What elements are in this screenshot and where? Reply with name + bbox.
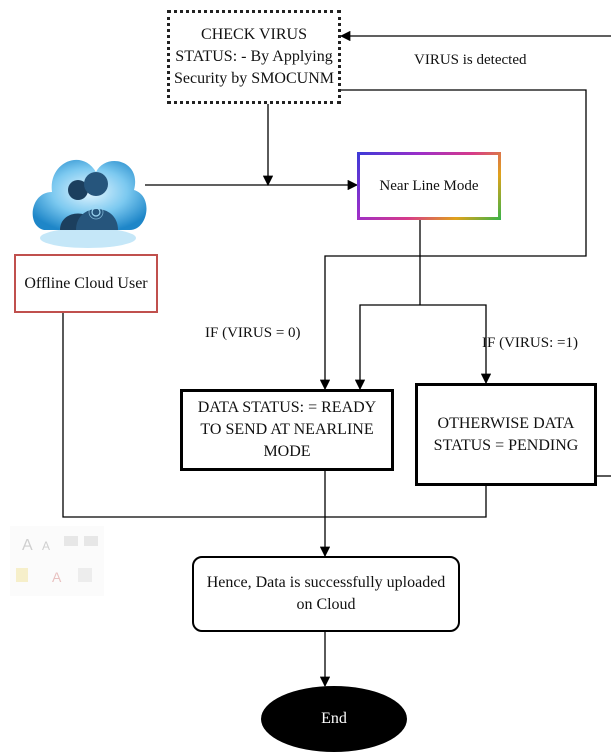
svg-text:A: A xyxy=(22,537,33,554)
split-to-pending-arrow xyxy=(420,304,492,385)
end-terminator: End xyxy=(261,686,407,752)
offline-cloud-user-label: Offline Cloud User xyxy=(24,274,148,292)
pending-status-box: OTHERWISE DATA STATUS = PENDING xyxy=(415,383,597,486)
virus-detected-loop xyxy=(319,89,587,391)
split-to-ready-arrow xyxy=(354,304,420,391)
upload-success-box: Hence, Data is successfully uploaded on … xyxy=(192,556,460,632)
near-line-mode-label: Near Line Mode xyxy=(379,177,479,194)
near-line-mode-box: Near Line Mode xyxy=(357,152,501,220)
ready-to-send-label: DATA STATUS: = READY TO SEND AT NEARLINE… xyxy=(197,399,377,460)
offline-cloud-user-box: Offline Cloud User xyxy=(14,254,158,313)
check-virus-status-label: CHECK VIRUS STATUS: - By Applying Securi… xyxy=(173,26,334,87)
pending-status-label: OTHERWISE DATA STATUS = PENDING xyxy=(433,414,579,454)
if-virus-zero-label: IF (VIRUS = 0) xyxy=(205,325,301,341)
if-virus-one-label: IF (VIRUS: =1) xyxy=(482,335,578,351)
upload-success-label: Hence, Data is successfully uploaded on … xyxy=(206,574,446,613)
user-to-merge-line xyxy=(62,313,487,518)
svg-text:A: A xyxy=(52,569,62,585)
cloud-user-icon xyxy=(32,159,147,248)
ready-to-send-box: DATA STATUS: = READY TO SEND AT NEARLINE… xyxy=(180,389,394,471)
check-virus-status-box: CHECK VIRUS STATUS: - By Applying Securi… xyxy=(167,10,341,104)
toolbar-artifact-icon: A A A xyxy=(10,526,104,596)
svg-text:A: A xyxy=(42,539,50,553)
virus-detected-label: VIRUS is detected xyxy=(414,52,527,68)
end-label: End xyxy=(321,710,347,727)
